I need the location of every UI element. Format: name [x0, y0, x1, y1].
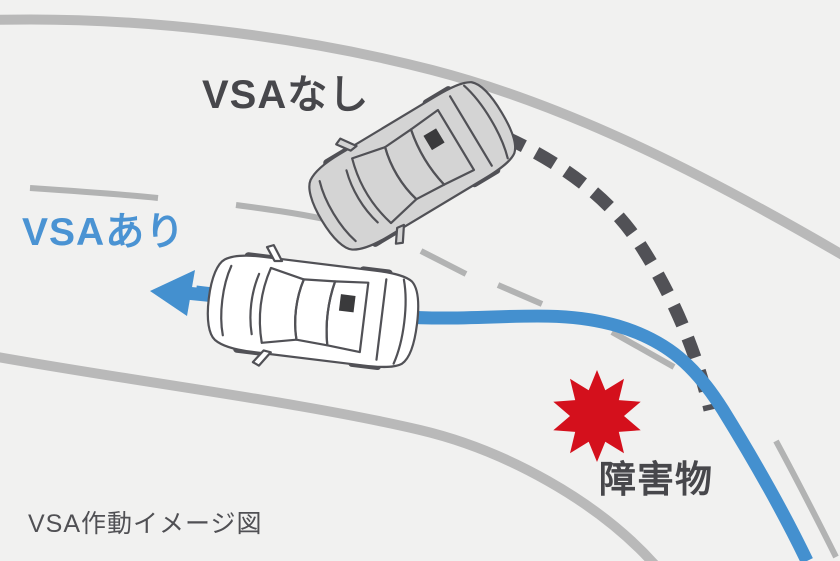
lane-dash — [773, 439, 839, 559]
lane-dash — [610, 329, 676, 370]
lane-dash — [29, 185, 159, 201]
arrow-left-icon — [150, 270, 195, 316]
road-inner-edge — [0, 352, 659, 561]
road-outer-edge — [0, 14, 840, 260]
obstacle-label: 障害物 — [599, 459, 713, 500]
starburst-icon — [553, 370, 641, 462]
lane-dash — [419, 248, 468, 277]
diagram-caption: VSA作動イメージ図 — [28, 510, 263, 538]
lane-center-dashes — [29, 185, 839, 559]
lane-dash — [496, 282, 544, 307]
car-with-vsa-icon — [200, 236, 426, 386]
without-vsa-label: VSAなし — [202, 73, 370, 117]
without-vsa-trajectory — [502, 131, 717, 412]
with-vsa-label: VSAあり — [22, 211, 186, 254]
lane-dash — [235, 202, 325, 222]
